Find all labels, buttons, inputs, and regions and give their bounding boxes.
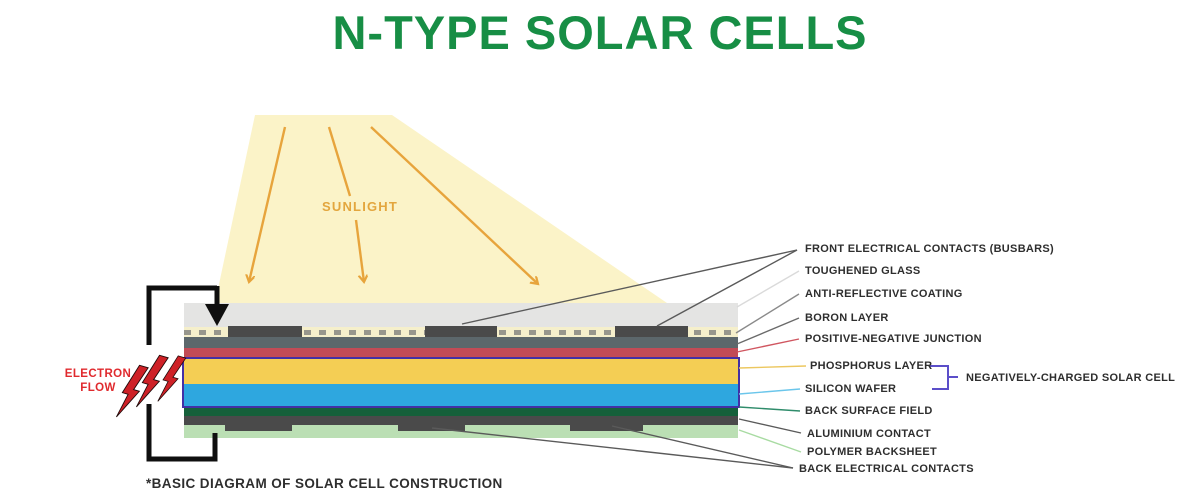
label-phosphorus: PHOSPHORUS LAYER — [810, 360, 933, 372]
label-toughened-glass: TOUGHENED GLASS — [805, 265, 921, 277]
electron-flow-bolts — [116, 354, 187, 418]
layer-back-surface-field — [184, 408, 738, 416]
leader-back-contacts — [611, 425, 794, 469]
front-busbar — [228, 326, 302, 339]
leader-anti-reflective — [735, 293, 800, 334]
circuit-wire — [146, 285, 220, 462]
label-aluminium: ALUMINIUM CONTACT — [807, 428, 932, 440]
sunlight-arrow — [249, 126, 287, 282]
sun-beam — [215, 115, 667, 303]
front-busbar — [425, 326, 497, 339]
layer-phosphorus — [184, 359, 738, 384]
leader-lines — [431, 249, 807, 469]
label-anti-reflective: ANTI-REFLECTIVE COATING — [805, 288, 963, 300]
electron-flow-label: ELECTRON FLOW — [50, 368, 146, 395]
leader-aluminium — [738, 418, 802, 434]
leader-front-contacts — [656, 249, 798, 327]
leader-polymer — [738, 429, 802, 453]
leader-back-surface-field — [738, 406, 801, 412]
lightning-bolt-icon — [157, 355, 187, 402]
label-negatively-charged-cell: NEGATIVELY-CHARGED SOLAR CELL — [966, 372, 1176, 384]
back-busbar — [398, 420, 465, 431]
back-busbar — [570, 420, 643, 431]
sunlight-arrow — [354, 219, 364, 282]
front-busbar — [615, 326, 688, 339]
page-title: N-TYPE SOLAR CELLS — [332, 6, 868, 59]
leader-back-contacts — [431, 427, 794, 469]
leader-toughened-glass — [736, 270, 800, 308]
leader-front-contacts — [461, 249, 798, 325]
label-boron: BORON LAYER — [805, 312, 889, 324]
wire-arrowhead-icon — [205, 304, 229, 326]
leader-phosphorus — [738, 365, 807, 369]
label-junction: POSITIVE-NEGATIVE JUNCTION — [805, 333, 982, 345]
back-busbar — [225, 420, 292, 431]
sunlight-label: SUNLIGHT — [322, 199, 399, 214]
label-back-surface-field: BACK SURFACE FIELD — [805, 405, 933, 417]
electron-flow-line2: FLOW — [80, 381, 116, 394]
negatively-charged-cell-outline — [182, 357, 740, 408]
label-back-contacts: BACK ELECTRICAL CONTACTS — [799, 463, 974, 475]
lightning-bolt-icon — [136, 354, 169, 408]
electron-flow-line1: ELECTRON — [64, 368, 132, 380]
layer-toughened-glass — [184, 303, 738, 327]
leader-boron — [736, 317, 800, 345]
bracket-shape — [930, 365, 949, 390]
label-polymer: POLYMER BACKSHEET — [807, 446, 937, 458]
leader-silicon — [738, 388, 801, 395]
layer-silicon-wafer — [184, 384, 738, 406]
diagram-caption: *BASIC DIAGRAM OF SOLAR CELL CONSTRUCTIO… — [146, 476, 503, 491]
wire-top — [146, 285, 217, 345]
label-front-contacts: FRONT ELECTRICAL CONTACTS (BUSBARS) — [805, 243, 1055, 255]
wire-bottom — [146, 404, 218, 462]
ncell-bracket — [930, 365, 958, 390]
layer-boron — [184, 337, 738, 348]
sunlight-arrow — [370, 126, 538, 284]
sunlight-arrow — [327, 126, 352, 197]
leader-junction — [736, 338, 800, 353]
layer-pn-junction — [184, 348, 738, 359]
lightning-bolt-icon — [116, 364, 149, 418]
sunlight-arrows — [249, 126, 538, 284]
label-silicon: SILICON WAFER — [805, 383, 897, 395]
